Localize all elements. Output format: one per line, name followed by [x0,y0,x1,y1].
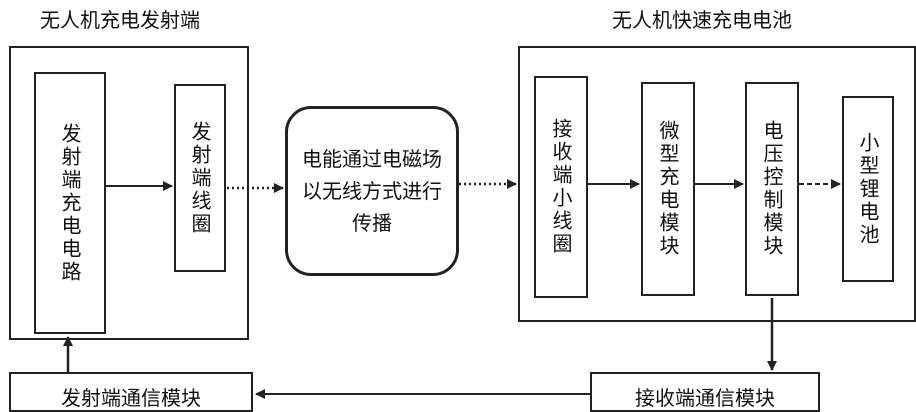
wireless-medium-box: 电能通过电磁场以无线方式进行传播 [285,106,459,276]
battery-title: 无人机快速充电电池 [612,8,792,32]
rx-coil-box: 接收端小线圈 [534,76,588,298]
transmitter-title: 无人机充电发射端 [40,8,200,32]
transmitter-circuit-box: 发射端充电电路 [34,72,106,334]
charge-module-label: 微型充电模块 [656,120,680,258]
wireless-medium-label: 电能通过电磁场以无线方式进行传播 [302,147,442,235]
voltage-module-box: 电压控制模块 [745,82,799,296]
diagram-arrows [63,179,841,399]
transmitter-coil-box: 发射端线圈 [174,84,226,272]
battery-box: 小型锂电池 [842,96,894,282]
transmitter-coil-label: 发射端线圈 [188,120,212,236]
rx-coil-label: 接收端小线圈 [549,118,573,256]
transmitter-circuit-label: 发射端充电电路 [58,122,82,284]
charge-module-box: 微型充电模块 [641,82,695,296]
battery-label: 小型锂电池 [856,131,880,247]
voltage-module-label: 电压控制模块 [760,120,784,258]
